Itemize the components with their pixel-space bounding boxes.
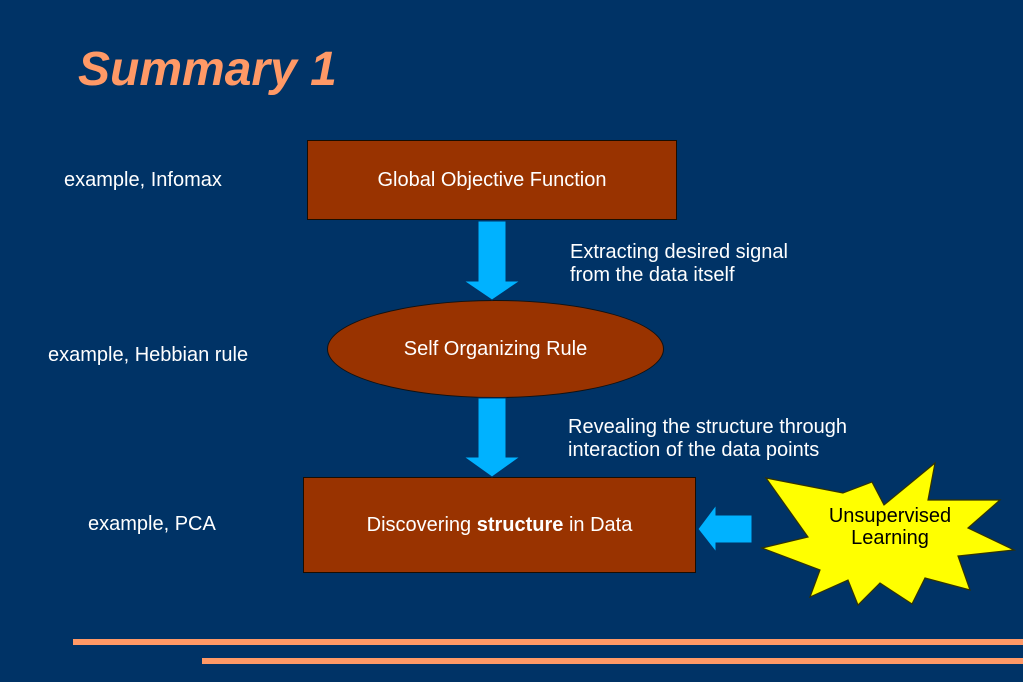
slide-title: Summary 1 [78, 43, 337, 96]
discovering-structure-label: Discovering structure in Data [366, 513, 633, 536]
revealing-structure-note: Revealing the structure through interact… [568, 416, 848, 461]
structure-emphasis: structure [476, 513, 564, 536]
explosion-star-icon [759, 461, 1017, 607]
unsupervised-learning-label: Unsupervised Learning [828, 505, 952, 549]
decorative-line-upper [73, 639, 1023, 645]
left-arrow-icon [697, 503, 753, 554]
self-organizing-rule-ellipse: Self Organizing Rule [327, 300, 664, 398]
example-hebbian-rule: example, Hebbian rule [48, 344, 249, 366]
decorative-line-lower [202, 658, 1023, 664]
extracting-signal-note: Extracting desired signal from the data … [570, 241, 788, 286]
down-arrow-icon [462, 220, 522, 301]
example-infomax: example, Infomax [64, 169, 222, 191]
global-objective-function-box: Global Objective Function [307, 140, 677, 220]
self-organizing-rule-label: Self Organizing Rule [403, 337, 588, 360]
down-arrow-icon [462, 397, 522, 478]
discovering-structure-box: Discovering structure in Data [303, 477, 696, 573]
global-objective-function-label: Global Objective Function [377, 168, 607, 191]
example-pca: example, PCA [88, 513, 216, 535]
